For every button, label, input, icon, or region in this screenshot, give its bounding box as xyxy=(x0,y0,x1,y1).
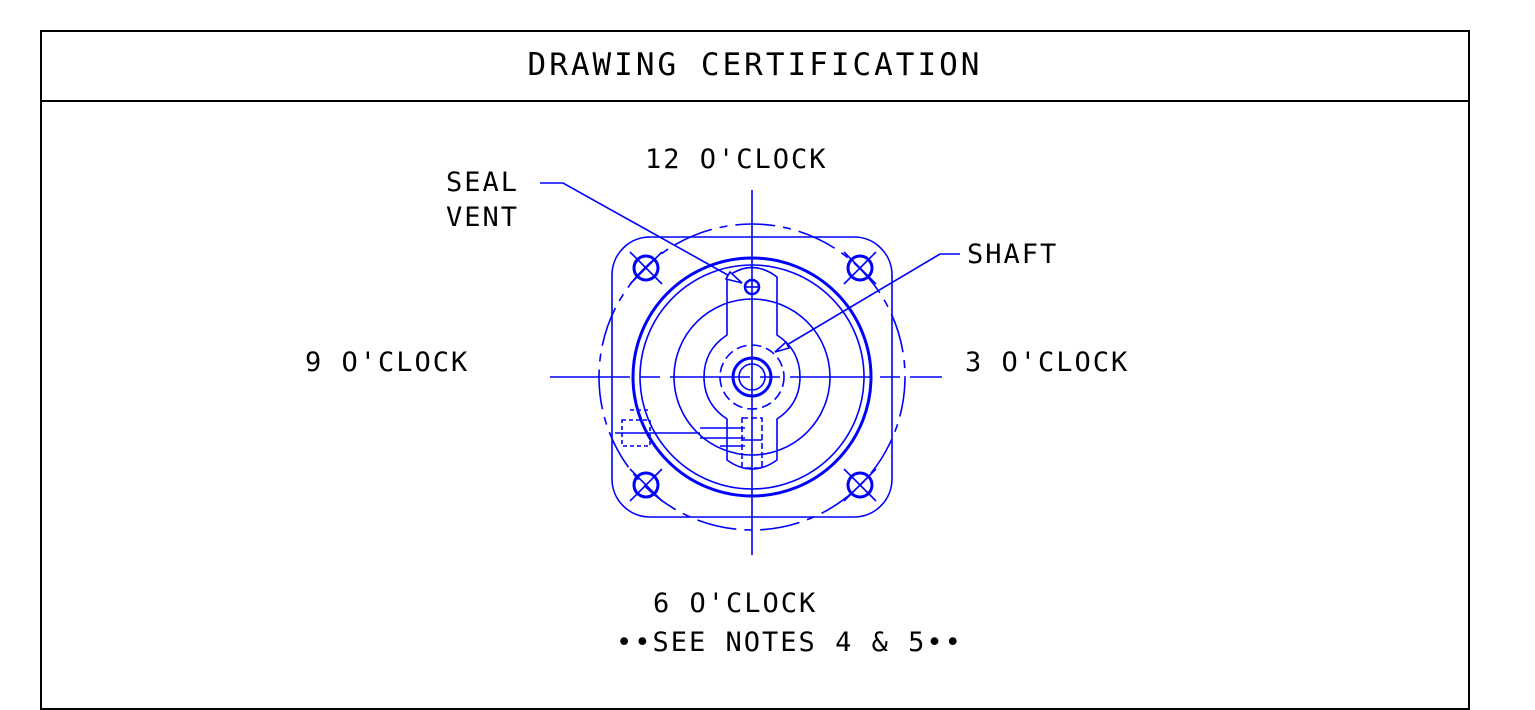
label-12-oclock: 12 O'CLOCK xyxy=(645,144,828,175)
gland-slot xyxy=(703,266,801,470)
bolt-hole-bottom-left xyxy=(629,468,663,502)
label-9-oclock: 9 O'CLOCK xyxy=(305,347,470,378)
label-vent: VENT xyxy=(446,202,520,233)
seal-vent-leader xyxy=(540,182,743,284)
shaft-circle-1 xyxy=(719,344,785,410)
drawing-title: DRAWING CERTIFICATION xyxy=(527,47,983,83)
bolt-hole-top-left xyxy=(629,251,663,285)
label-shaft: SHAFT xyxy=(967,239,1059,270)
bolt-hole-bottom-right xyxy=(843,468,877,502)
see-notes-label: ••SEE NOTES 4 & 5•• xyxy=(616,627,963,658)
housing-inner-circle xyxy=(639,264,865,490)
label-seal: SEAL xyxy=(446,167,520,198)
shaft-leader xyxy=(774,253,960,353)
drain-port-detail xyxy=(615,409,763,469)
gland-circle xyxy=(673,298,831,456)
label-6-oclock: 6 O'CLOCK xyxy=(653,588,818,619)
shaft-circle-2 xyxy=(731,356,773,398)
bolt-hole-top-right xyxy=(843,251,877,285)
bolt-circle xyxy=(598,223,906,531)
shaft-circle-3 xyxy=(738,363,766,391)
outer-flange xyxy=(611,236,893,518)
title-block: DRAWING CERTIFICATION xyxy=(40,30,1470,102)
housing-circle xyxy=(631,256,873,498)
label-3-oclock: 3 O'CLOCK xyxy=(965,347,1130,378)
